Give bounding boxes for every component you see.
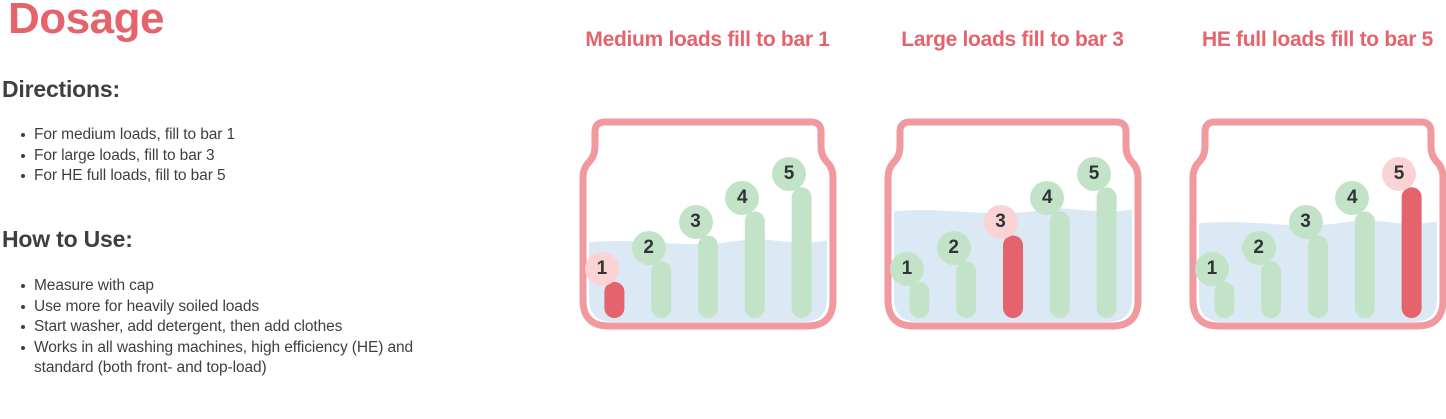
bar-number-badge-3: 3 <box>983 205 1018 240</box>
list-item: For medium loads, fill to bar 1 <box>21 125 464 145</box>
bar-number-badge-3: 3 <box>678 205 713 240</box>
panel-title: Medium loads fill to bar 1 <box>585 28 830 51</box>
dose-bar-5 <box>1401 187 1422 318</box>
page-title: Dosage <box>8 0 164 43</box>
dose-bar-5 <box>1096 187 1117 318</box>
bar-number-badge-4: 4 <box>725 181 760 216</box>
dose-bar-2 <box>650 261 671 318</box>
dose-bar-5 <box>791 187 812 318</box>
dose-bar-2 <box>1260 261 1281 318</box>
list-item: Measure with cap <box>21 276 434 296</box>
bar-number-badge-2: 2 <box>936 231 971 266</box>
dose-bar-4 <box>744 211 765 318</box>
bar-number-badge-5: 5 <box>1382 157 1417 192</box>
bar-number-badge-1: 1 <box>889 251 924 286</box>
bar-number-badge-2: 2 <box>631 231 666 266</box>
list-item: For HE full loads, fill to bar 5 <box>21 166 464 186</box>
directions-list: For medium loads, fill to bar 1 For larg… <box>0 125 464 187</box>
list-item: Works in all washing machines, high effi… <box>21 338 434 377</box>
bar-number-badge-5: 5 <box>1077 157 1112 192</box>
list-item: Start washer, add detergent, then add cl… <box>21 317 434 337</box>
text-column: Dosage Directions: For medium loads, fil… <box>0 0 470 419</box>
dose-bar-1 <box>908 281 929 318</box>
dose-bar-3 <box>1307 235 1328 318</box>
bar-number-badge-4: 4 <box>1335 181 1370 216</box>
bar-number-badge-1: 1 <box>584 251 619 286</box>
dose-bar-4 <box>1354 211 1375 318</box>
bar-number-badge-2: 2 <box>1241 231 1276 266</box>
how-to-use-heading: How to Use: <box>2 226 133 252</box>
panel-title: Large loads fill to bar 3 <box>901 28 1124 51</box>
dose-bar-4 <box>1049 211 1070 318</box>
bar-number-badge-5: 5 <box>772 157 807 192</box>
dose-bar-1 <box>603 281 624 318</box>
bar-number-badge-1: 1 <box>1194 251 1229 286</box>
list-item: For large loads, fill to bar 3 <box>21 146 464 166</box>
dose-bar-3 <box>697 235 718 318</box>
dose-bar-2 <box>955 261 976 318</box>
how-to-use-list: Measure with cap Use more for heavily so… <box>0 276 434 378</box>
panel-title: HE full loads fill to bar 5 <box>1201 28 1434 51</box>
bar-number-badge-4: 4 <box>1030 181 1065 216</box>
dose-bar-3 <box>1002 235 1023 318</box>
dose-bar-1 <box>1213 281 1234 318</box>
bar-number-badge-3: 3 <box>1288 205 1323 240</box>
list-item: Use more for heavily soiled loads <box>21 297 434 317</box>
directions-heading: Directions: <box>2 76 120 102</box>
